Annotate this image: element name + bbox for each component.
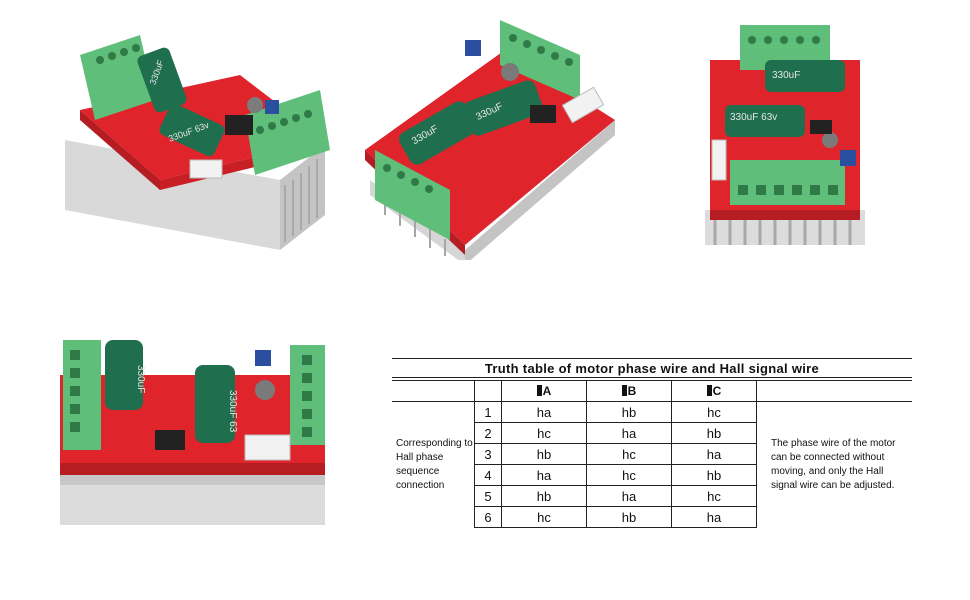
table-row: 3 hb hc ha	[392, 443, 912, 465]
table-title: Truth table of motor phase wire and Hall…	[392, 358, 912, 378]
header-phase-a: A	[501, 380, 587, 402]
table-row: 5 hb ha hc	[392, 485, 912, 507]
driver-board-photo-top-left: 330uF 330uF 63v	[65, 35, 330, 250]
header-phase-c: C	[671, 380, 757, 402]
header-phase-b: B	[586, 380, 672, 402]
right-note: The phase wire of the motor can be conne…	[756, 401, 912, 528]
table-row: 6 hc hb ha	[392, 506, 912, 528]
table-row: 4 ha hc hb	[392, 464, 912, 486]
capacitor-label: 330uF 63v	[730, 112, 777, 123]
capacitor-label: 330uF 63	[227, 390, 238, 433]
table-row: Corresponding to Hall phase sequence con…	[392, 401, 912, 528]
capacitor-label: 330uF	[772, 70, 800, 81]
driver-board-photo-bottom-left: 330uF 330uF 63	[60, 340, 325, 525]
truth-table-grid: A B C Corresponding to Hall phase sequen…	[392, 380, 912, 528]
driver-board-photo-top-middle: 330uF 330uF	[365, 20, 615, 260]
capacitor-label: 330uF	[135, 365, 146, 393]
truth-table: Truth table of motor phase wire and Hall…	[392, 358, 912, 528]
left-note: Corresponding to Hall phase sequence con…	[392, 401, 475, 528]
driver-board-photo-top-right: 330uF 330uF 63v	[705, 25, 865, 245]
table-row: 2 hc ha hb	[392, 422, 912, 444]
